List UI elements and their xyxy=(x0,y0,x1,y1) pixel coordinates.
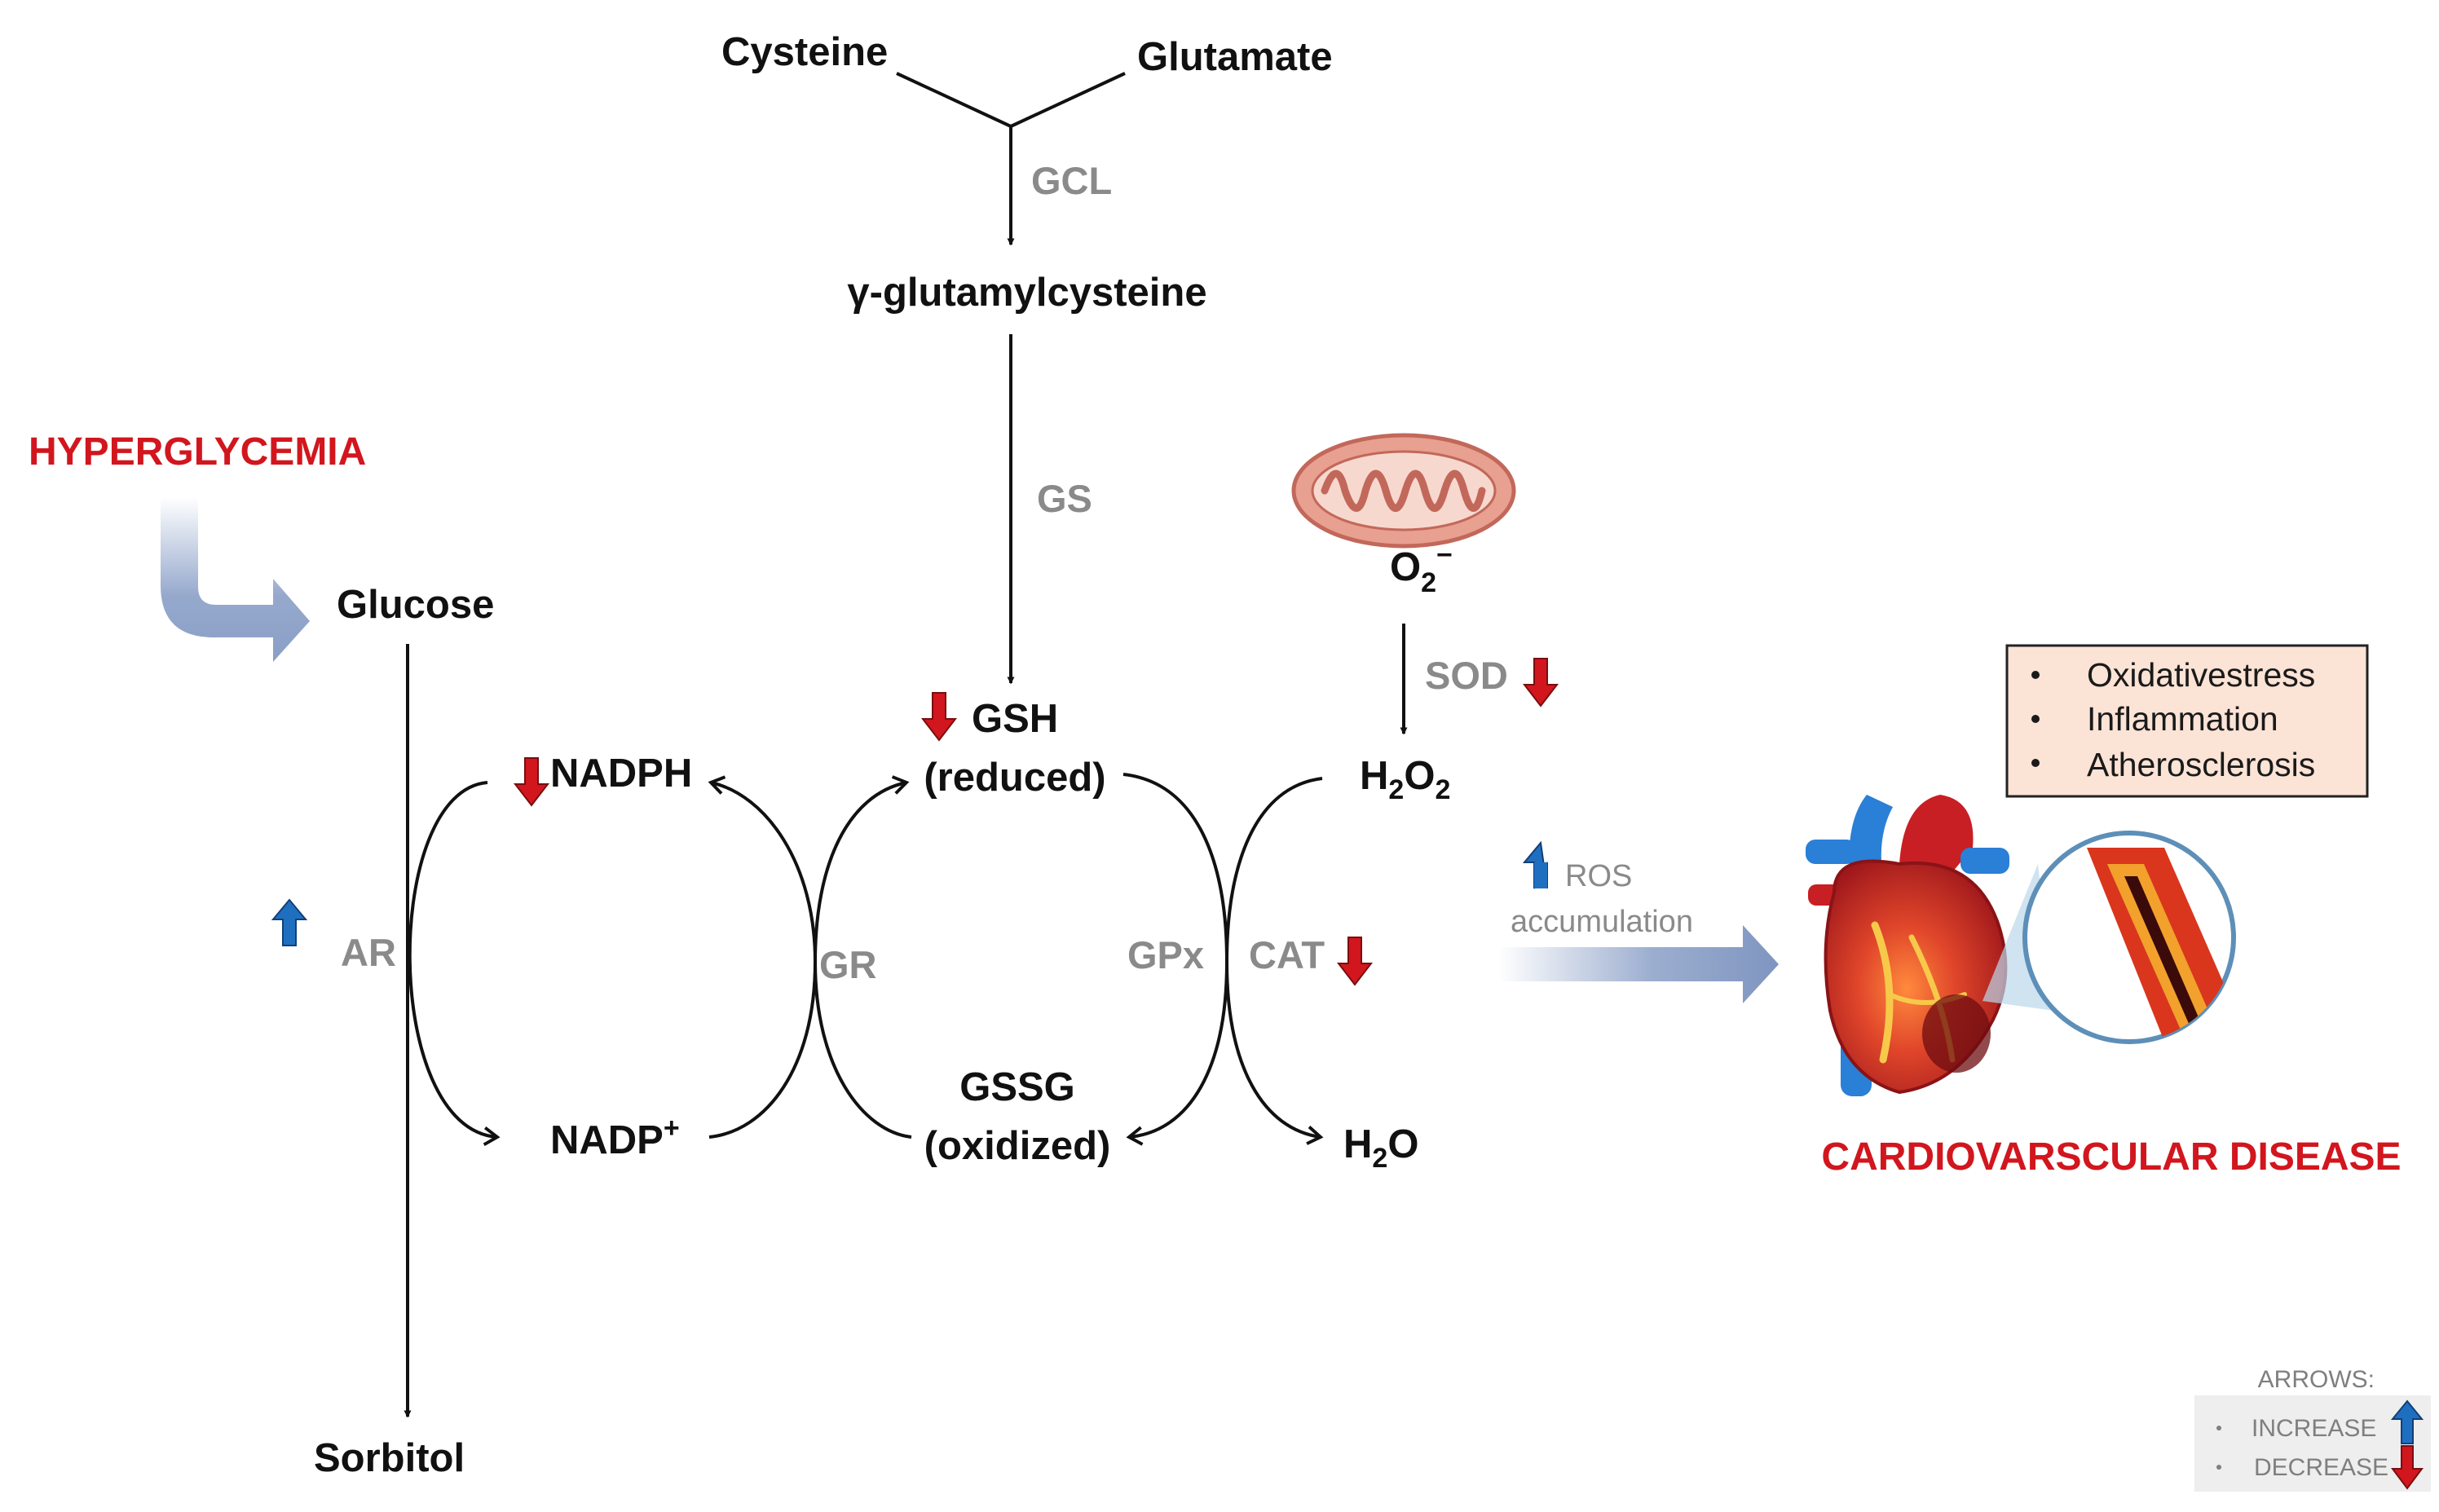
cat-decrease-arrow xyxy=(1336,937,1374,986)
gr-enzyme-label: GR xyxy=(819,943,877,986)
sod-decrease-arrow xyxy=(1522,658,1559,708)
legend-title: ARROWS: xyxy=(2258,1366,2375,1393)
nadph-decrease-arrow xyxy=(513,757,550,807)
hyperglycemia-flow-arrow xyxy=(161,497,310,662)
h2o-subscript: 2 xyxy=(1372,1143,1387,1174)
cat-arc-to-h2o xyxy=(1225,961,1324,1145)
legend-increase-arrow xyxy=(2390,1400,2424,1444)
gssg-state-label: (oxidized) xyxy=(924,1124,1111,1168)
ar-cycle-arc xyxy=(408,781,501,1146)
ar-increase-arrow xyxy=(271,898,308,946)
heart-icon xyxy=(1806,795,2009,1096)
hyperglycemia-label: HYPERGLYCEMIA xyxy=(29,430,366,474)
ros-increase-arrow xyxy=(1522,840,1548,889)
accumulation-label: accumulation xyxy=(1511,905,1693,939)
outcome-item: Oxidativestress xyxy=(2087,656,2315,694)
outcome-list: Oxidativestress Inflammation Atheroscler… xyxy=(2031,656,2315,783)
outcome-bullet xyxy=(2031,671,2040,679)
ros-flow-arrow xyxy=(1498,925,1779,1003)
sorbitol-label: Sorbitol xyxy=(314,1436,465,1480)
gsh-decrease-arrow xyxy=(920,692,958,742)
legend-bullet xyxy=(2216,1426,2221,1430)
nadp-label: NADP+ xyxy=(550,1113,680,1162)
cysteine-branch-line xyxy=(896,72,1012,128)
h2o-o: O xyxy=(1387,1122,1418,1166)
legend-panel xyxy=(2194,1395,2431,1492)
gr-arc-from-nadp xyxy=(708,961,817,1139)
h2o2-label: H2O2 xyxy=(1360,754,1450,805)
gpx-enzyme-label: GPx xyxy=(1127,933,1204,976)
h2o2-subscript-2: 2 xyxy=(1435,774,1450,805)
nadp-superscript: + xyxy=(664,1113,680,1144)
cysteine-label: Cysteine xyxy=(721,30,888,74)
gr-arc-from-gssg xyxy=(814,961,912,1139)
glucose-label: Glucose xyxy=(337,583,494,627)
cat-enzyme-label: CAT xyxy=(1249,933,1325,976)
arrows-legend: ARROWS: INCREASE DECREASE xyxy=(2194,1366,2431,1492)
superoxide-charge: − xyxy=(1436,540,1453,571)
gpx-arc-from-gsh xyxy=(1122,773,1228,963)
outcome-bullet xyxy=(2031,759,2040,767)
sod-enzyme-label: SOD xyxy=(1425,654,1508,697)
outcome-item: Inflammation xyxy=(2087,700,2278,738)
nadp-text: NADP xyxy=(550,1118,664,1162)
ros-label: ROS xyxy=(1565,859,1632,893)
legend-decrease-label: DECREASE xyxy=(2254,1454,2388,1481)
gs-enzyme-label: GS xyxy=(1037,477,1092,520)
h2o2-o: O xyxy=(1404,754,1435,798)
gamma-glutamylcysteine-label: γ-glutamylcysteine xyxy=(847,271,1206,315)
gr-arc-to-gsh xyxy=(814,775,910,963)
h2o-label: H2O xyxy=(1343,1122,1418,1174)
superoxide-subscript: 2 xyxy=(1421,567,1436,598)
gssg-label: GSSG xyxy=(959,1065,1075,1109)
legend-increase-label: INCREASE xyxy=(2252,1415,2376,1442)
h2o-h: H xyxy=(1343,1122,1372,1166)
mitochondrion-icon xyxy=(1291,433,1516,549)
h2o2-subscript-1: 2 xyxy=(1388,774,1404,805)
ar-enzyme-label: AR xyxy=(341,931,396,974)
superoxide-label: O2− xyxy=(1390,540,1453,598)
gpx-arc-to-gssg xyxy=(1126,961,1228,1146)
cat-arc-from-h2o2 xyxy=(1225,777,1323,963)
cardiovascular-disease-label: CARDIOVARSCULAR DISEASE xyxy=(1821,1135,2401,1179)
legend-decrease-arrow xyxy=(2391,1445,2424,1490)
legend-bullet xyxy=(2216,1465,2221,1470)
gsh-state-label: (reduced) xyxy=(924,756,1105,800)
h2o2-h: H xyxy=(1360,754,1388,798)
glutamate-branch-line xyxy=(1010,72,1126,128)
glutamate-label: Glutamate xyxy=(1137,35,1333,79)
gr-arc-to-nadph xyxy=(708,775,817,963)
outcome-box xyxy=(2005,644,2369,798)
gcl-enzyme-label: GCL xyxy=(1031,159,1112,202)
nadph-label: NADPH xyxy=(550,752,692,796)
gsh-label: GSH xyxy=(972,697,1058,741)
outcome-item: Atherosclerosis xyxy=(2087,746,2315,783)
superoxide-o: O xyxy=(1390,545,1421,589)
outcome-bullet xyxy=(2031,715,2040,723)
artery-lens-icon xyxy=(2022,831,2236,1044)
